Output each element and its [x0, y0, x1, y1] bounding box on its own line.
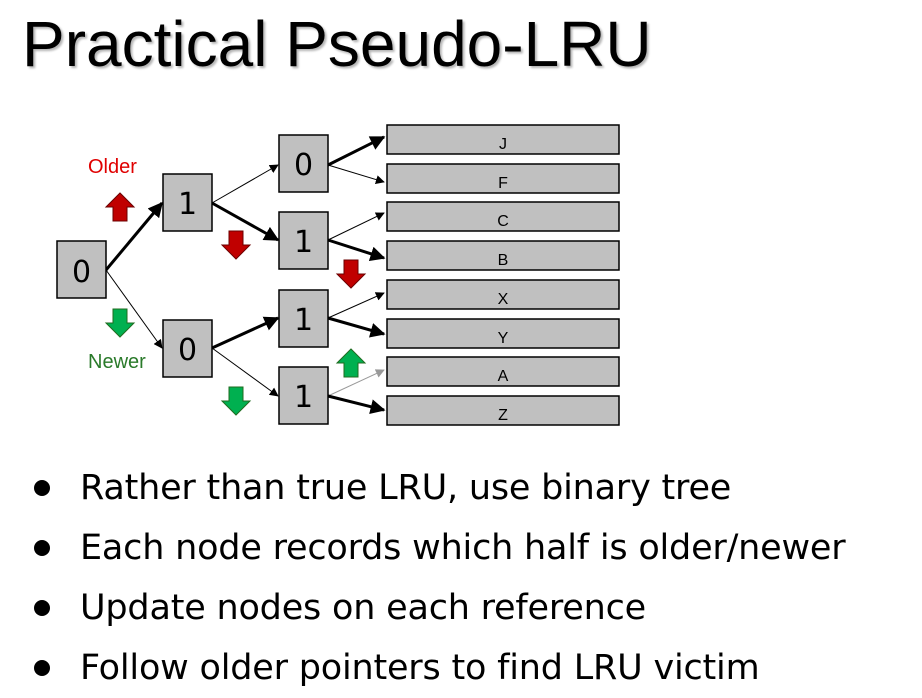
- bullet-dot-icon: [34, 600, 50, 616]
- bullet-item: Rather than true LRU, use binary tree: [30, 458, 845, 518]
- tree-node-upper: 1: [162, 173, 213, 232]
- cache-way-3: B: [386, 240, 620, 271]
- svg-text:Z: Z: [498, 407, 508, 424]
- svg-text:1: 1: [178, 187, 197, 222]
- edge-root-to-upper: [104, 201, 164, 271]
- tree-node-l2-0: 0: [278, 134, 329, 193]
- tree-node-lower: 0: [162, 319, 213, 378]
- edge-n1-to-way-3: [327, 238, 386, 262]
- slide-title: Practical Pseudo-LRU: [22, 8, 652, 80]
- svg-text:A: A: [498, 368, 509, 385]
- cache-way-7: Z: [386, 395, 620, 426]
- svg-text:0: 0: [178, 333, 197, 368]
- edge-n0-to-way-1: [327, 164, 385, 184]
- tree-node-l2-1: 1: [278, 211, 329, 270]
- svg-text:1: 1: [294, 380, 313, 415]
- tree-node-l2-2: 1: [278, 289, 329, 348]
- newer-label: Newer: [88, 351, 146, 373]
- edge-lower-to-n3: [211, 347, 279, 397]
- edge-upper-to-n0: [211, 164, 279, 204]
- tree-node-l2-3: 1: [278, 366, 329, 425]
- svg-text:1: 1: [294, 225, 313, 260]
- bullet-text: Update nodes on each reference: [80, 588, 646, 628]
- bullet-dot-icon: [34, 480, 50, 496]
- svg-text:Y: Y: [498, 330, 509, 347]
- cache-way-6: A: [386, 356, 620, 387]
- edge-lower-to-n2: [211, 316, 280, 350]
- edge-n0-to-way-0: [327, 135, 386, 167]
- edge-upper-to-n1: [211, 201, 280, 242]
- cache-way-1: F: [386, 163, 620, 194]
- svg-text:F: F: [498, 175, 508, 192]
- edge-root-to-lower: [105, 269, 163, 349]
- bullet-list: Rather than true LRU, use binary tree Ea…: [30, 458, 846, 698]
- bullet-text: Follow older pointers to find LRU victim: [80, 648, 760, 688]
- bullet-item: Follow older pointers to find LRU victim: [30, 638, 845, 698]
- older-label: Older: [88, 156, 137, 178]
- svg-text:1: 1: [294, 303, 313, 338]
- bullet-text: Each node records which half is older/ne…: [80, 528, 846, 568]
- bullet-item: Each node records which half is older/ne…: [30, 518, 846, 578]
- edge-n3-to-way-6: [327, 369, 385, 397]
- edge-n1-to-way-2: [327, 212, 385, 241]
- cache-way-5: Y: [386, 318, 620, 349]
- pseudo-lru-tree-diagram: 0 1 0 0 1 1 1 J F C B X: [56, 124, 620, 426]
- green-down-arrow-icon: [104, 308, 136, 338]
- cache-way-0: J: [386, 124, 620, 155]
- edge-n2-to-way-4: [327, 292, 385, 319]
- edge-n2-to-way-5: [327, 316, 386, 338]
- bullet-item: Update nodes on each reference: [30, 578, 845, 638]
- red-down-arrow-icon: [335, 259, 367, 289]
- red-up-arrow-icon: [104, 192, 136, 222]
- svg-text:J: J: [499, 136, 507, 153]
- cache-way-2: C: [386, 201, 620, 232]
- svg-text:B: B: [498, 252, 509, 269]
- bullet-text: Rather than true LRU, use binary tree: [80, 468, 732, 508]
- svg-text:0: 0: [72, 255, 91, 290]
- svg-text:X: X: [498, 291, 509, 308]
- tree-edges: [104, 135, 386, 415]
- green-up-arrow-icon: [335, 348, 367, 378]
- green-down-arrow-icon: [220, 386, 252, 416]
- svg-text:C: C: [497, 213, 509, 230]
- red-down-arrow-icon: [220, 230, 252, 260]
- tree-node-root: 0: [56, 240, 107, 299]
- edge-n3-to-way-7: [327, 394, 386, 415]
- cache-way-4: X: [386, 279, 620, 310]
- svg-text:0: 0: [294, 148, 313, 183]
- bullet-dot-icon: [34, 540, 50, 556]
- bullet-dot-icon: [34, 660, 50, 676]
